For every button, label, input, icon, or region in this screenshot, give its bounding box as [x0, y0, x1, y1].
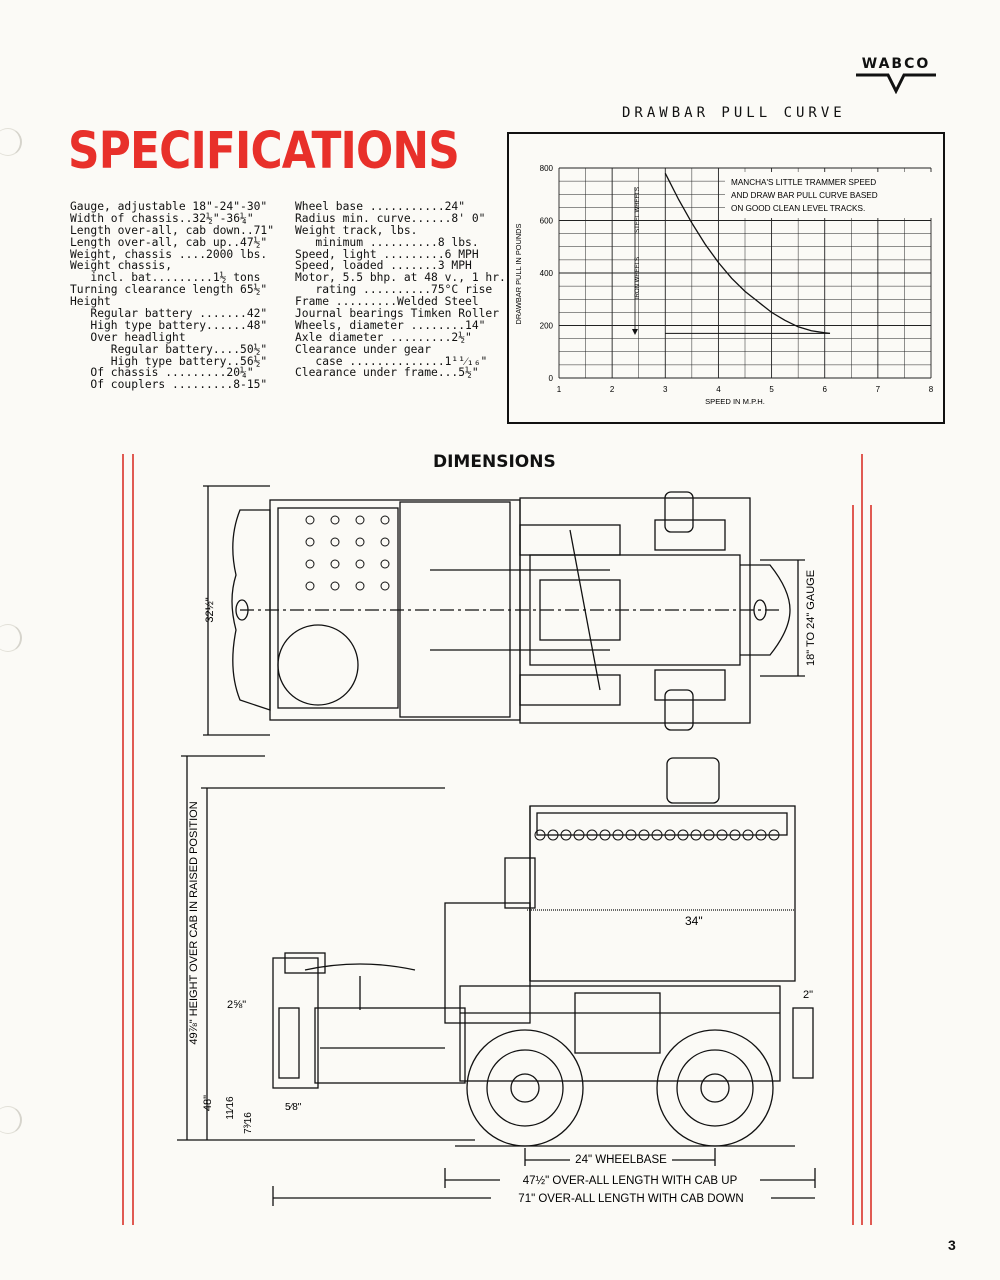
spec-line: Regular battery....50½" — [70, 342, 268, 356]
zone-label-iron: IRON WHEELS — [635, 257, 641, 299]
page-title: SPECIFICATIONS — [68, 122, 460, 181]
spec-line: Weight track, lbs. — [295, 223, 418, 237]
specs-left-column: Gauge, adjustable 18"-24"-30"Width of ch… — [70, 201, 274, 391]
top-view-drawing: 32½" 18" TO 24" GAUGE — [203, 485, 817, 736]
dim-7-3-16: 7³⁄16 — [243, 1112, 254, 1134]
x-tick-label: 8 — [929, 385, 934, 394]
spec-line: Height — [70, 295, 111, 309]
zone-label-steel: STEEL WHEELS — [635, 187, 641, 233]
spec-line: Wheels, diameter ........14" — [295, 318, 486, 332]
spec-line: Length over-all, cab down..71" — [70, 223, 275, 237]
arrowhead-icon — [632, 329, 638, 335]
drawbar-curve — [664, 173, 831, 335]
y-tick-label: 400 — [540, 269, 554, 278]
spec-line: Frame .........Welded Steel — [295, 295, 479, 309]
chart-ylabel: DRAWBAR PULL IN POUNDS — [514, 223, 523, 324]
dim-height-raised: 49⅞" HEIGHT OVER CAB IN RAISED POSITION — [188, 801, 200, 1044]
binder-hole — [0, 128, 22, 156]
annotation-line-2: AND DRAW BAR PULL CURVE BASED — [731, 191, 878, 200]
annotation-line-3: ON GOOD CLEAN LEVEL TRACKS. — [731, 204, 865, 213]
side-view-drawing: 49⅞" HEIGHT OVER CAB IN RAISED POSITION … — [177, 755, 816, 1206]
x-tick-label: 3 — [663, 385, 668, 394]
logo-chevron-icon — [856, 73, 936, 94]
spec-line: Speed, loaded .......3 MPH — [295, 259, 472, 273]
chart-title: DRAWBAR PULL CURVE — [622, 105, 846, 121]
y-tick-label: 200 — [540, 322, 554, 331]
binder-hole — [0, 624, 22, 652]
x-tick-label: 7 — [876, 385, 881, 394]
x-tick-label: 2 — [610, 385, 615, 394]
spec-line: incl. bat.........1½ tons — [70, 271, 261, 285]
spec-line: Journal bearings Timken Roller — [295, 307, 500, 321]
y-tick-label: 600 — [540, 217, 554, 226]
annotation-bg — [725, 172, 939, 218]
drawbar-pull-chart: 1 2 3 4 5 6 7 8 0 200 400 600 800 STEEL WHEELS IRON … — [514, 164, 939, 406]
specs-right-column: Wheel base ...........24"Radius min. cur… — [295, 201, 506, 379]
spec-line: Weight, chassis ....2000 lbs. — [70, 247, 268, 261]
dim-width: 32½" — [204, 597, 216, 622]
spec-line: Axle diameter .........2½" — [295, 330, 472, 344]
x-tick-label: 4 — [716, 385, 721, 394]
dim-34: 34" — [685, 914, 703, 928]
spec-line: Radius min. curve......8' 0" — [295, 211, 486, 225]
spec-line: Turning clearance length 65½" — [70, 283, 268, 297]
spec-line: Over headlight — [70, 330, 186, 344]
spec-line: Regular battery .......42" — [70, 307, 268, 321]
x-tick-label: 6 — [822, 385, 827, 394]
spec-line: High type battery......48" — [70, 318, 268, 332]
x-tick-label: 1 — [557, 385, 562, 394]
red-border-rules — [122, 454, 872, 1225]
dim-gauge: 18" TO 24" GAUGE — [805, 570, 817, 666]
annotation-line-1: MANCHA'S LITTLE TRAMMER SPEED — [731, 178, 876, 187]
spec-line: case ..............1¹¹⁄₁₆" — [295, 354, 488, 368]
page-number: 3 — [948, 1237, 956, 1253]
spec-line: Wheel base ...........24" — [295, 200, 466, 213]
binder-hole — [0, 1106, 22, 1134]
spec-line: Width of chassis..32½"-36¼" — [70, 211, 254, 225]
spec-line: Motor, 5.5 bhp. at 48 v., 1 hr. — [295, 271, 506, 285]
drawbar-chart-frame — [507, 132, 945, 424]
dim-2: 2" — [803, 989, 813, 1001]
logo-text: WABCO — [861, 56, 931, 72]
x-tick-label: 5 — [769, 385, 774, 394]
spec-line: Clearance under frame...5½" — [295, 366, 479, 380]
y-tick-label: 0 — [549, 374, 554, 383]
spec-line: Of couplers .........8-15" — [70, 378, 268, 392]
dim-length-cab-up: 47½" OVER-ALL LENGTH WITH CAB UP — [523, 1175, 738, 1187]
dimensions-heading: DIMENSIONS — [433, 452, 556, 472]
dim-wheelbase: 24" WHEELBASE — [575, 1154, 667, 1166]
chart-xlabel: SPEED IN M.P.H. — [705, 397, 765, 406]
y-tick-label: 800 — [540, 164, 554, 173]
spec-line: Speed, light .........6 MPH — [295, 247, 479, 261]
dim-length-cab-down: 71" OVER-ALL LENGTH WITH CAB DOWN — [518, 1193, 743, 1205]
spec-line: High type battery..56½" — [70, 354, 268, 368]
spec-line: rating ..........75°C rise — [295, 283, 493, 297]
wabco-logo: WABCO — [852, 56, 940, 96]
spec-line: Of chassis .........20¼" — [70, 366, 254, 380]
spec-line: Clearance under gear — [295, 342, 432, 356]
spec-line: Weight chassis, — [70, 259, 173, 273]
dim-height-48: 48" — [202, 1095, 214, 1111]
dim-11-16: 11⁄16 — [225, 1096, 236, 1120]
dim-2-5-8: 2⅝" — [227, 999, 246, 1011]
spec-line: Length over-all, cab up..47½" — [70, 235, 268, 249]
spec-line: Gauge, adjustable 18"-24"-30" — [70, 200, 268, 213]
dim-5-8: 5⁄8" — [285, 1102, 302, 1113]
spec-line: minimum ..........8 lbs. — [295, 235, 479, 249]
